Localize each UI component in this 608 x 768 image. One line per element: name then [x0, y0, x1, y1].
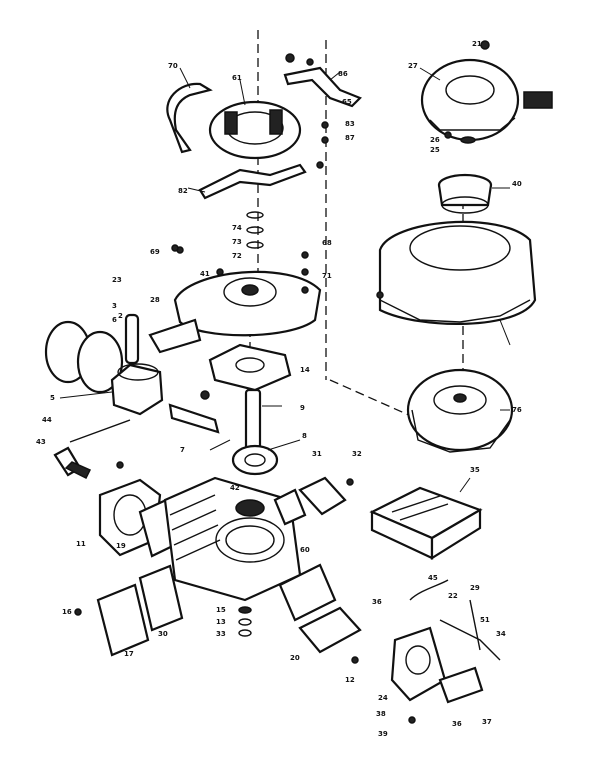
callout-label: 45	[428, 574, 438, 582]
callout-label: 61	[232, 74, 242, 82]
callout-label: 43	[36, 438, 46, 446]
callout-label: 3	[112, 302, 117, 310]
callout-label: 16	[62, 608, 72, 616]
crankshaft-part	[231, 388, 279, 476]
callout-label: 30	[158, 630, 168, 638]
piston-ring-part	[76, 330, 124, 394]
callout-label: 70	[168, 62, 178, 70]
breather-cover-part	[298, 476, 347, 516]
callout-label: 13	[216, 618, 226, 626]
callout-label: 15	[216, 606, 226, 614]
callout-label: 74	[232, 224, 242, 232]
callout-label: 34	[496, 630, 506, 638]
callout-label: 2	[118, 312, 123, 320]
callout-label: 44	[42, 416, 52, 424]
callout-label: 33	[216, 630, 226, 638]
recoil-starter-part	[420, 58, 553, 142]
callout-label: 36	[452, 720, 462, 728]
callout-label: 31	[312, 450, 322, 458]
callout-label: 36	[372, 598, 382, 606]
callout-label: 38	[376, 710, 386, 718]
callout-label: 69	[150, 248, 160, 256]
callout-label: 20	[290, 654, 300, 662]
callout-label: 12	[345, 676, 355, 684]
spark-plug-part	[53, 446, 92, 480]
muffler-plate-part	[96, 583, 150, 657]
wrist-pin-part	[124, 313, 140, 365]
part-number-callouts: 70 61 82 27 86 65 83 87 26 25 74 73 72 6…	[36, 40, 522, 738]
reed-plate-part	[278, 563, 337, 622]
callout-label: 72	[232, 252, 242, 260]
callout-label: 82	[178, 187, 188, 195]
throttle-spring-part	[469, 599, 481, 651]
callout-label: 29	[470, 584, 480, 592]
callout-label: 17	[124, 650, 134, 658]
carburetor-part	[390, 579, 484, 704]
governor-bracket-part	[198, 163, 307, 200]
callout-label: 5	[50, 394, 55, 402]
callout-label: 27	[408, 62, 418, 70]
callout-label: 68	[322, 239, 332, 247]
long-bolt-part	[69, 419, 131, 443]
cylinder-block-part	[163, 476, 302, 602]
callout-label: 21	[472, 40, 482, 48]
cylinder-head-part	[98, 478, 162, 557]
blower-housing-part	[378, 220, 537, 326]
small-hardware-parts	[74, 40, 490, 724]
piston-part	[110, 363, 164, 416]
starter-housing-part	[208, 100, 302, 160]
callout-label: 87	[345, 134, 355, 142]
intake-manifold-part	[298, 606, 362, 654]
throttle-linkage-part	[439, 619, 501, 661]
callout-leader-lines	[59, 67, 511, 493]
oil-cover-part	[208, 343, 292, 392]
exhaust-gasket-part	[138, 564, 184, 632]
callout-label: 19	[116, 542, 126, 550]
callout-label: 39	[378, 730, 388, 738]
callout-label: 14	[300, 366, 310, 374]
callout-label: 86	[338, 70, 348, 78]
callout-label: 25	[430, 146, 440, 154]
callout-label: 41	[200, 270, 210, 278]
callout-label: 9	[300, 404, 305, 412]
callout-label: 65	[342, 98, 352, 106]
callout-label: 22	[448, 592, 458, 600]
connecting-rod-part	[168, 403, 220, 434]
callout-label: 42	[230, 484, 240, 492]
callout-label: 28	[150, 296, 160, 304]
callout-label: 51	[480, 616, 490, 624]
callout-label: 40	[512, 180, 522, 188]
callout-label: 60	[300, 546, 310, 554]
callout-label: 8	[302, 432, 307, 440]
cam-plate-part	[148, 318, 202, 354]
control-lever-part	[283, 66, 362, 108]
callout-label: 73	[232, 238, 242, 246]
callout-label: 32	[352, 450, 362, 458]
callout-label: 11	[76, 540, 86, 548]
starter-handle-part	[166, 82, 213, 154]
crankcase-cover-part	[173, 270, 322, 337]
callout-label: 26	[430, 136, 440, 144]
callout-label: 83	[345, 120, 355, 128]
callout-label: 37	[482, 718, 492, 726]
callout-label: 23	[112, 276, 122, 284]
flywheel-part	[406, 368, 514, 453]
callout-label: 71	[322, 272, 332, 280]
starter-cup-part	[437, 173, 493, 214]
oil-seal-part	[235, 499, 265, 517]
callout-label: 35	[470, 466, 480, 474]
callout-label: 7	[180, 446, 185, 454]
breather-gasket-part	[273, 488, 307, 526]
callout-label: 24	[378, 694, 388, 702]
callout-label: 76	[512, 406, 522, 414]
parts-kit-box-part	[369, 486, 483, 560]
callout-label: 6	[112, 316, 117, 324]
